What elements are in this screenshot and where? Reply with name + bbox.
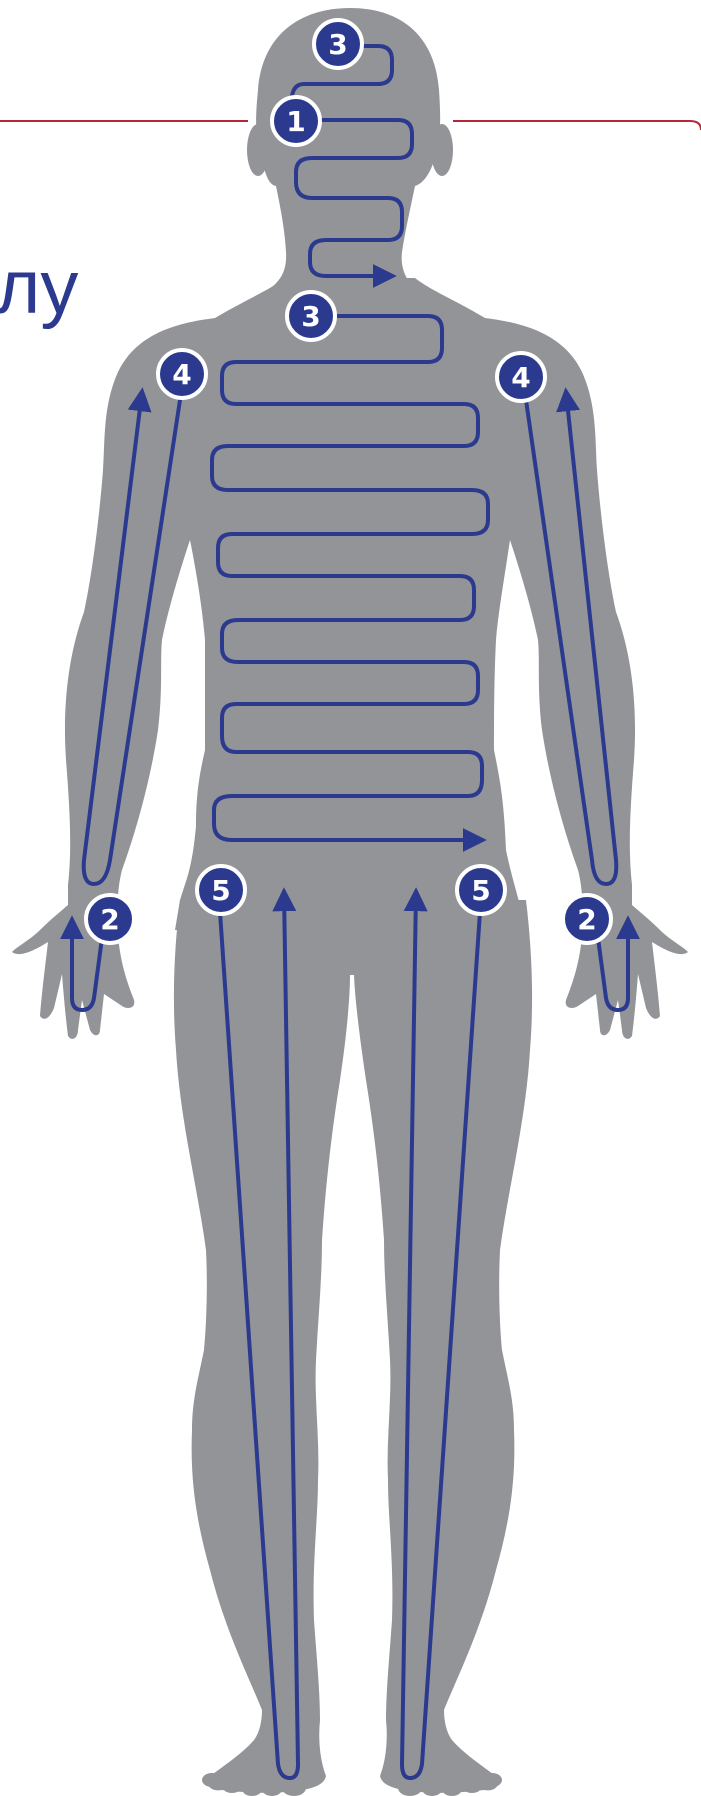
marker-label: 3 (301, 300, 320, 333)
marker-shoulder-right: 4 (497, 353, 545, 401)
marker-label: 5 (471, 874, 490, 907)
marker-label: 2 (577, 903, 596, 936)
marker-shoulder-left: 4 (158, 350, 206, 398)
marker-label: 1 (286, 105, 305, 138)
marker-head-mid: 1 (272, 97, 320, 145)
ear-right (431, 124, 453, 176)
marker-neck: 3 (287, 292, 335, 340)
marker-label: 4 (511, 361, 530, 394)
marker-hand-right: 2 (563, 895, 611, 943)
marker-thigh-left: 5 (197, 866, 245, 914)
marker-label: 4 (172, 358, 191, 391)
marker-head-top: 3 (314, 20, 362, 68)
marker-label: 3 (328, 28, 347, 61)
marker-label: 2 (100, 903, 119, 936)
ear-left (247, 124, 269, 176)
marker-hand-left: 2 (86, 895, 134, 943)
marker-thigh-right: 5 (457, 866, 505, 914)
divider-right (453, 121, 701, 130)
marker-label: 5 (211, 874, 230, 907)
